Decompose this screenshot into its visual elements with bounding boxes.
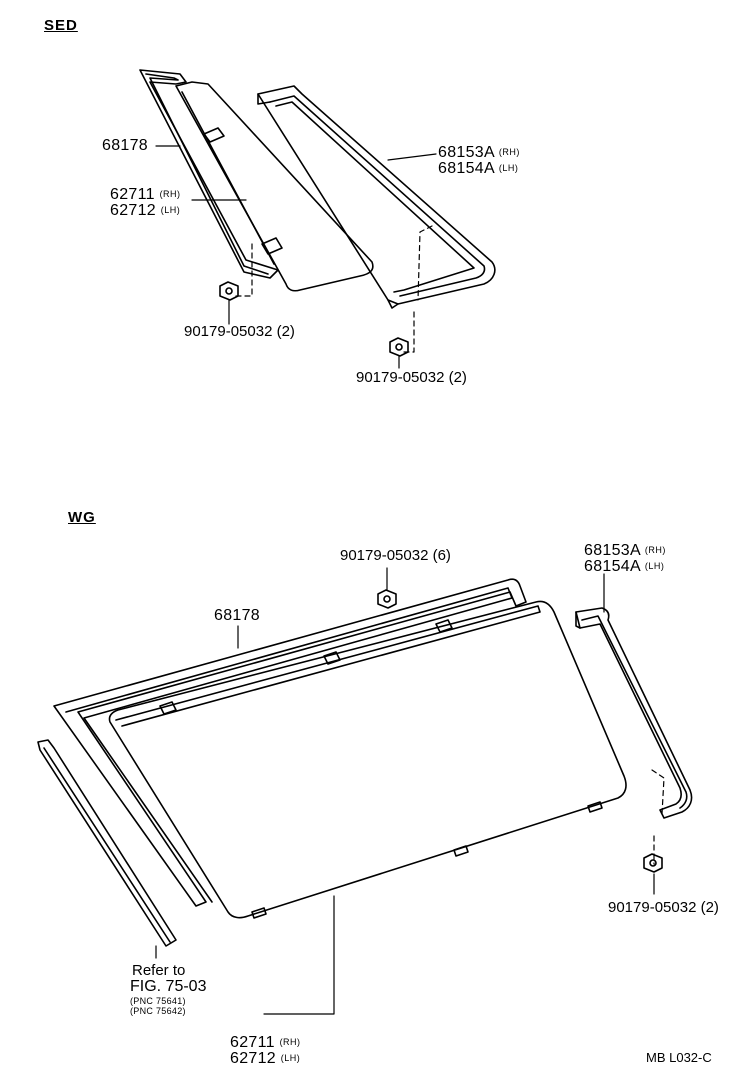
sed-label-glass-lh: 62712 (LH) xyxy=(110,202,180,219)
part-number: 62712 xyxy=(110,202,156,219)
wg-label-nut-top: 90179-05032 (6) xyxy=(340,547,451,564)
side-tag: (LH) xyxy=(498,163,519,173)
part-number: 68153A xyxy=(438,144,495,161)
wg-label-glass-rh: 62711 (RH) xyxy=(230,1034,301,1051)
wg-label-molding-rh: 68153A (RH) xyxy=(584,542,666,559)
wg-label-nut-right: 90179-05032 (2) xyxy=(608,899,719,916)
sed-clip-nut-right-icon xyxy=(390,338,408,356)
sed-weatherstrip-68178 xyxy=(140,70,278,278)
wg-label-molding-lh: 68154A (LH) xyxy=(584,558,664,575)
side-tag: (RH) xyxy=(159,189,181,199)
side-tag: (RH) xyxy=(498,147,520,157)
sed-clip-nut-left-icon xyxy=(220,282,238,300)
side-tag: (LH) xyxy=(280,1053,301,1063)
wg-glass-62711 xyxy=(109,601,626,918)
wg-molding-68153A xyxy=(576,608,692,818)
wg-weatherstrip-68178 xyxy=(54,579,526,906)
sed-label-molding-rh: 68153A (RH) xyxy=(438,144,520,161)
part-number: 62711 xyxy=(110,186,155,203)
wg-note-refer: Refer to xyxy=(132,962,186,979)
section-title-wg: WG xyxy=(68,509,96,526)
sed-label-glass-rh: 62711 (RH) xyxy=(110,186,181,203)
side-tag: (RH) xyxy=(644,545,666,555)
sed-label-nut-right: 90179-05032 (2) xyxy=(356,369,467,386)
wg-note-figure: FIG. 75-03 xyxy=(130,978,207,995)
side-tag: (LH) xyxy=(644,561,665,571)
section-title-sed: SED xyxy=(44,17,78,34)
sed-molding-68153A xyxy=(258,86,495,308)
part-number: 62712 xyxy=(230,1050,276,1067)
sed-glass-62711 xyxy=(176,82,373,291)
sed-label-nut-left: 90179-05032 (2) xyxy=(184,323,295,340)
figure-code: MB L032-C xyxy=(646,1050,712,1065)
wg-note-pnc-1: (PNC 75641) xyxy=(130,996,186,1006)
sed-label-weatherstrip: 68178 xyxy=(102,137,148,154)
wg-side-trim xyxy=(38,740,176,946)
wg-label-weatherstrip: 68178 xyxy=(214,607,260,624)
wg-dashed-leaders xyxy=(652,770,664,864)
wg-leader-lines xyxy=(156,568,654,1014)
wg-label-glass-lh: 62712 (LH) xyxy=(230,1050,300,1067)
side-tag: (LH) xyxy=(160,205,181,215)
wg-clip-nut-top-icon xyxy=(378,590,396,608)
side-tag: (RH) xyxy=(279,1037,301,1047)
part-number: 62711 xyxy=(230,1034,275,1051)
part-number: 68153A xyxy=(584,542,641,559)
wg-note-pnc-2: (PNC 75642) xyxy=(130,1006,186,1016)
part-number: 68154A xyxy=(438,160,495,177)
wg-clip-nut-right-icon xyxy=(644,854,662,872)
sed-label-molding-lh: 68154A (LH) xyxy=(438,160,518,177)
part-number: 68154A xyxy=(584,558,641,575)
sed-leader-lines xyxy=(156,146,436,368)
